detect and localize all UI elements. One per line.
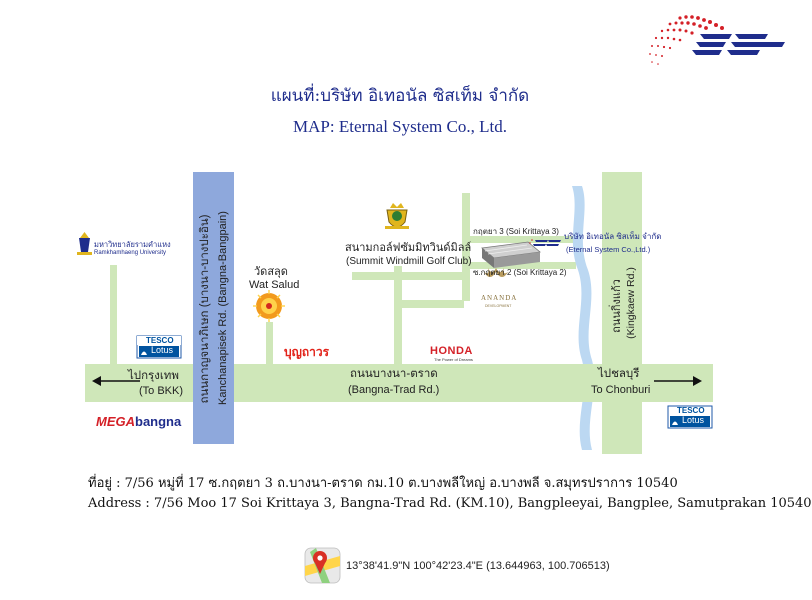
label-to-bkk-th: ไปกรุงเทพ	[128, 370, 179, 382]
label-to-chonburi-th: ไปชลบุรี	[598, 368, 640, 380]
label-bangna-trad-th: ถนนบางนา-ตราด	[350, 368, 438, 380]
lotus-label-2: Lotus	[682, 415, 705, 425]
road-golf-main	[394, 266, 402, 366]
address-thai: ที่อยู่ : 7/56 หมู่ที่ 17 ซ.กฤตยา 3 ถ.บา…	[88, 476, 678, 491]
label-to-bkk-en: (To BKK)	[139, 385, 184, 397]
company-mini-logo	[529, 239, 561, 246]
mega-bangna-logo: MEGAbangna	[96, 414, 181, 429]
road-soi-krittaya-3	[466, 236, 576, 243]
road-left-branch	[110, 265, 117, 365]
label-university-en: Ramkhamhaeng University	[94, 250, 167, 256]
tesco-label-1: TESCO	[146, 336, 174, 345]
label-kanchanapisek-en: Kanchanapisek Rd. (Bangna-Bangpain)	[217, 211, 229, 405]
road-soi-vertical	[462, 193, 470, 301]
mega-suffix: bangna	[135, 414, 182, 429]
label-wat-salud-th: วัดสลุด	[254, 266, 288, 278]
ananda-emblem-icon	[484, 268, 508, 277]
mega-prefix: MEGA	[96, 414, 135, 429]
label-golf-th: สนามกอล์ฟซัมมิทวินด์มิลล์	[345, 242, 472, 254]
river	[572, 186, 595, 450]
label-ananda: ANANDA	[481, 294, 518, 302]
arrow-to-chonburi	[654, 376, 702, 386]
university-seal-icon	[77, 232, 92, 255]
label-university-th: มหาวิทยาลัยรามคำแหง	[94, 240, 171, 249]
label-soi-krittaya-2: ซ.กฤตยา 2 (Soi Krittaya 2)	[473, 268, 567, 277]
golf-emblem-icon	[385, 203, 409, 229]
lotus-label-1: Lotus	[151, 345, 174, 355]
tesco-lotus-logo-2	[667, 405, 713, 429]
eternal-system-logo	[649, 15, 785, 65]
label-to-chonburi-en: To Chonburi	[591, 384, 651, 396]
page-title-english: MAP: Eternal System Co., Ltd.	[293, 117, 507, 136]
label-company-en: (Eternal System Co.,Ltd.)	[566, 245, 651, 254]
road-golf-h	[352, 272, 464, 280]
company-building-icon	[481, 241, 541, 268]
label-bangna-trad-en: (Bangna-Trad Rd.)	[348, 384, 440, 396]
boonthavorn-logo: บุญถาวร	[284, 345, 330, 359]
address-english: Address : 7/56 Moo 17 Soi Krittaya 3, Ba…	[88, 496, 812, 511]
honda-tagline: The Power of Dreams	[434, 357, 473, 362]
label-kingkaew-en: (Kingkaew Rd.)	[625, 267, 637, 339]
road-bangna-trad	[85, 364, 713, 402]
page-title-thai: แผนที่:บริษัท อิเทอนัล ซิสเท็ม จำกัด	[270, 86, 530, 106]
temple-icon	[253, 290, 285, 322]
arrow-to-bkk	[92, 376, 140, 386]
road-golf-h2	[398, 300, 464, 308]
road-kingkaew	[602, 172, 642, 454]
road-wat-salud	[266, 322, 273, 365]
label-kanchanapisek-th: ถนนกาญจนาภิเษก (บางนา-บางปะอิน)	[199, 214, 211, 404]
label-golf-en: (Summit Windmill Golf Club)	[346, 256, 472, 267]
honda-logo: HONDA	[430, 345, 473, 357]
gps-coordinates[interactable]: 13°38'41.9"N 100°42'23.4"E (13.644963, 1…	[346, 560, 610, 572]
label-ananda-tag: DEVELOPMENT	[485, 304, 512, 308]
label-soi-krittaya-3: กฤตยา 3 (Soi Krittaya 3)	[473, 227, 559, 236]
road-soi-krittaya-2	[466, 262, 576, 269]
tesco-lotus-logo-1	[136, 335, 182, 359]
google-maps-icon	[304, 547, 341, 584]
label-company-th: บริษัท อิเทอนัล ซิสเท็ม จำกัด	[564, 232, 662, 241]
road-kanchanapisek	[193, 172, 234, 444]
label-kingkaew-th: ถนนกิ่งแก้ว	[611, 279, 623, 333]
tesco-label-2: TESCO	[677, 406, 705, 415]
label-wat-salud-en: Wat Salud	[249, 279, 300, 291]
